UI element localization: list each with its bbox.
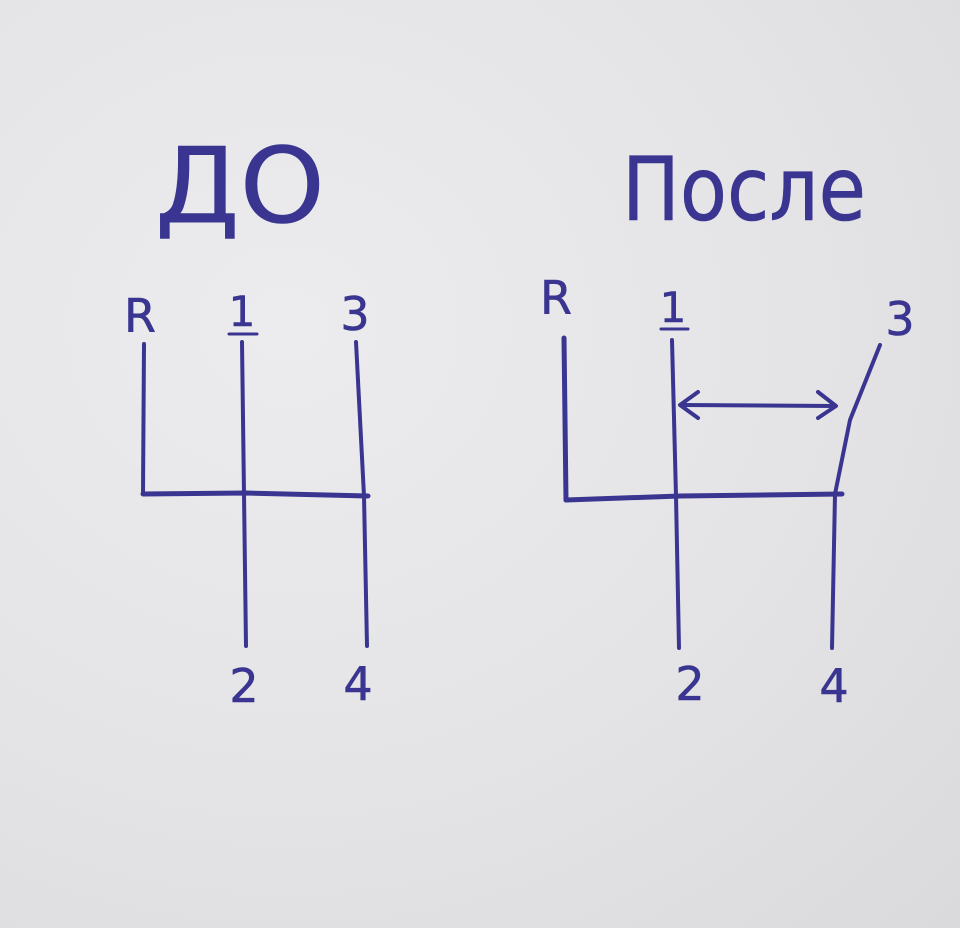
before-gate-3-4-line — [354, 340, 369, 648]
after-gear-r-label: R — [540, 271, 572, 325]
before-gear-4-label: 4 — [343, 657, 372, 711]
before-gear-r-label: R — [124, 289, 156, 343]
after-gate-3-4-line — [830, 343, 882, 650]
diagram-before: ДО R 1 3 2 4 — [124, 125, 373, 714]
after-reverse-gate-line — [561, 335, 569, 503]
before-title: ДО — [155, 125, 325, 247]
before-gate-1-2-line — [240, 340, 248, 648]
before-reverse-gate-line — [141, 342, 146, 496]
before-gear-2-label: 2 — [229, 659, 258, 713]
after-gear-2-label: 2 — [675, 657, 704, 711]
after-gear-3-label: 3 — [885, 292, 914, 346]
after-gear-4-label: 4 — [819, 659, 848, 713]
after-neutral-line — [563, 491, 845, 503]
after-double-arrow-shaft — [680, 403, 836, 408]
before-gear-3-label: 3 — [340, 287, 369, 341]
before-gear-1-label: 1 — [229, 287, 256, 336]
after-double-arrow-right-head — [816, 390, 838, 420]
after-gate-1-2-line — [670, 338, 681, 650]
after-title: После — [622, 138, 866, 241]
after-double-arrow-left-head — [678, 390, 700, 420]
after-gear-1-label: 1 — [660, 283, 687, 332]
before-neutral-line — [140, 490, 371, 499]
after-double-arrow — [678, 390, 838, 420]
diagram-after: После R 1 3 2 4 — [540, 138, 915, 714]
